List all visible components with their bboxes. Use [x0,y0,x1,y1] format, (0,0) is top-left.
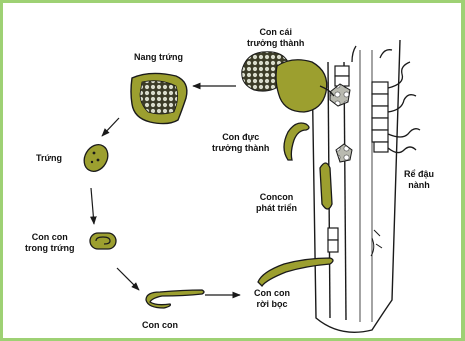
cyst [131,73,187,123]
juvenile [146,290,204,308]
arrow-cyst-to-egg [102,118,119,136]
egg [79,140,112,175]
label-developing-juvenile: Concon phát triển [256,192,297,214]
label-adult-female-line-2: trưởng thành [247,38,304,49]
label-free-juvenile-line-1: Con con [254,288,290,299]
label-juvenile: Con con [142,320,178,331]
label-adult-male-line-2: trưởng thành [212,143,269,154]
label-adult-male: Con đực trưởng thành [212,132,269,154]
label-soybean-root-line-2: nành [404,180,434,191]
label-cyst: Nang trứng [134,52,183,63]
label-juvenile-in-egg-line-2: trong trứng [25,243,75,254]
free-juvenile [258,258,333,286]
label-soybean-root-line-1: Rể đậu [404,169,434,180]
label-juvenile-in-egg-line-1: Con con [25,232,75,243]
label-juvenile-in-egg: Con con trong trứng [25,232,75,254]
label-adult-female-line-1: Con cái [247,27,304,38]
label-adult-female: Con cái trưởng thành [247,27,304,49]
juvenile-in-egg [90,233,116,249]
arrow-egg-to-juvenile-in-egg [91,188,94,224]
label-free-juvenile-line-2: rời bọc [254,299,290,310]
developing-juvenile [320,163,332,209]
label-egg: Trứng [36,153,62,164]
label-developing-juvenile-line-1: Concon [256,192,297,203]
label-developing-juvenile-line-2: phát triển [256,203,297,214]
label-free-juvenile: Con con rời bọc [254,288,290,310]
adult-female [242,52,334,112]
label-soybean-root: Rể đậu nành [404,169,434,191]
label-adult-male-line-1: Con đực [212,132,269,143]
adult-male [284,123,309,160]
arrow-juvenile-in-egg-to-juvenile [117,268,139,290]
